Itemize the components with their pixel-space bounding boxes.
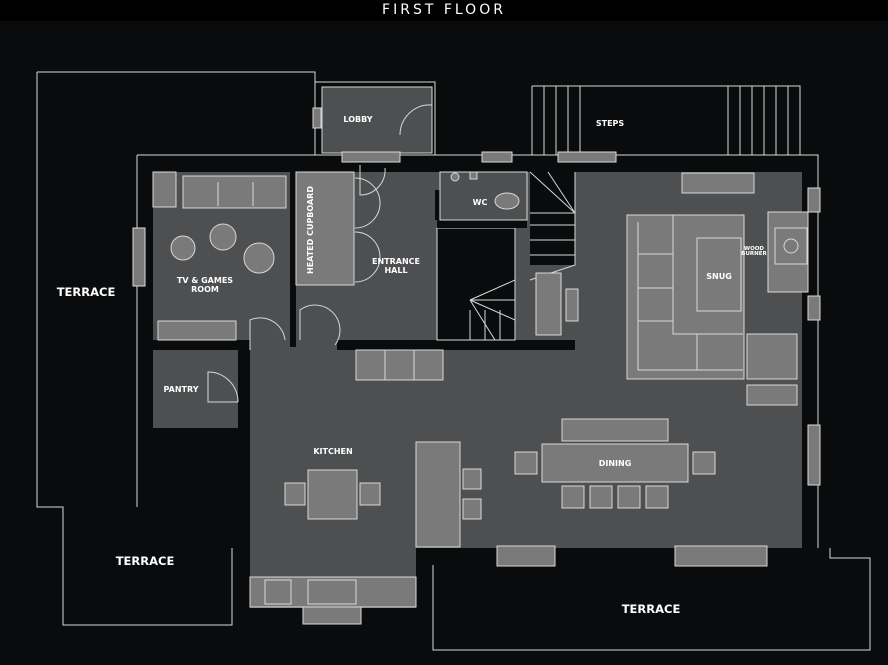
piano	[535, 272, 562, 336]
label-tv-games: TV & GAMES	[177, 276, 233, 285]
label-wood: WOOD	[744, 246, 764, 252]
lobby-door	[399, 104, 433, 136]
floor-title: FIRST FLOOR	[0, 0, 888, 21]
heated-cupboard	[295, 171, 355, 286]
label-pantry: PANTRY	[164, 385, 199, 394]
label-tv-room: ROOM	[191, 285, 219, 294]
toilet-icon	[494, 192, 520, 210]
terrace-right-outline	[432, 548, 871, 651]
cupboard-doors	[354, 177, 381, 283]
label-kitchen: KITCHEN	[313, 447, 352, 456]
lobby	[321, 86, 433, 154]
pantry-door	[207, 371, 239, 403]
kitchen-furniture	[249, 441, 482, 608]
dining-furniture	[514, 418, 716, 509]
label-lobby: LOBBY	[343, 115, 372, 124]
steps	[531, 85, 801, 155]
label-terrace-left: TERRACE	[57, 285, 116, 299]
label-steps: STEPS	[596, 119, 625, 128]
label-terrace-bottom-left: TERRACE	[116, 554, 175, 568]
lobby-window	[312, 107, 322, 129]
tv-room-furniture	[152, 171, 287, 341]
hall-door	[299, 304, 341, 346]
lobby-outline	[315, 81, 436, 155]
sink-icon	[307, 579, 357, 605]
label-terrace-bottom-right: TERRACE	[622, 602, 681, 616]
label-burner: BURNER	[741, 251, 767, 257]
label-dining: DINING	[599, 459, 632, 468]
tv-room-door	[249, 317, 286, 350]
label-heated-cupboard: HEATED CUPBOARD	[306, 186, 315, 274]
hob-icon	[264, 579, 292, 605]
snug-furniture	[626, 172, 809, 406]
label-hall: HALL	[384, 266, 407, 275]
label-wc: WC	[473, 198, 488, 207]
label-entrance: ENTRANCE	[372, 257, 420, 266]
entrance-door	[359, 165, 386, 196]
label-snug: SNUG	[706, 272, 732, 281]
